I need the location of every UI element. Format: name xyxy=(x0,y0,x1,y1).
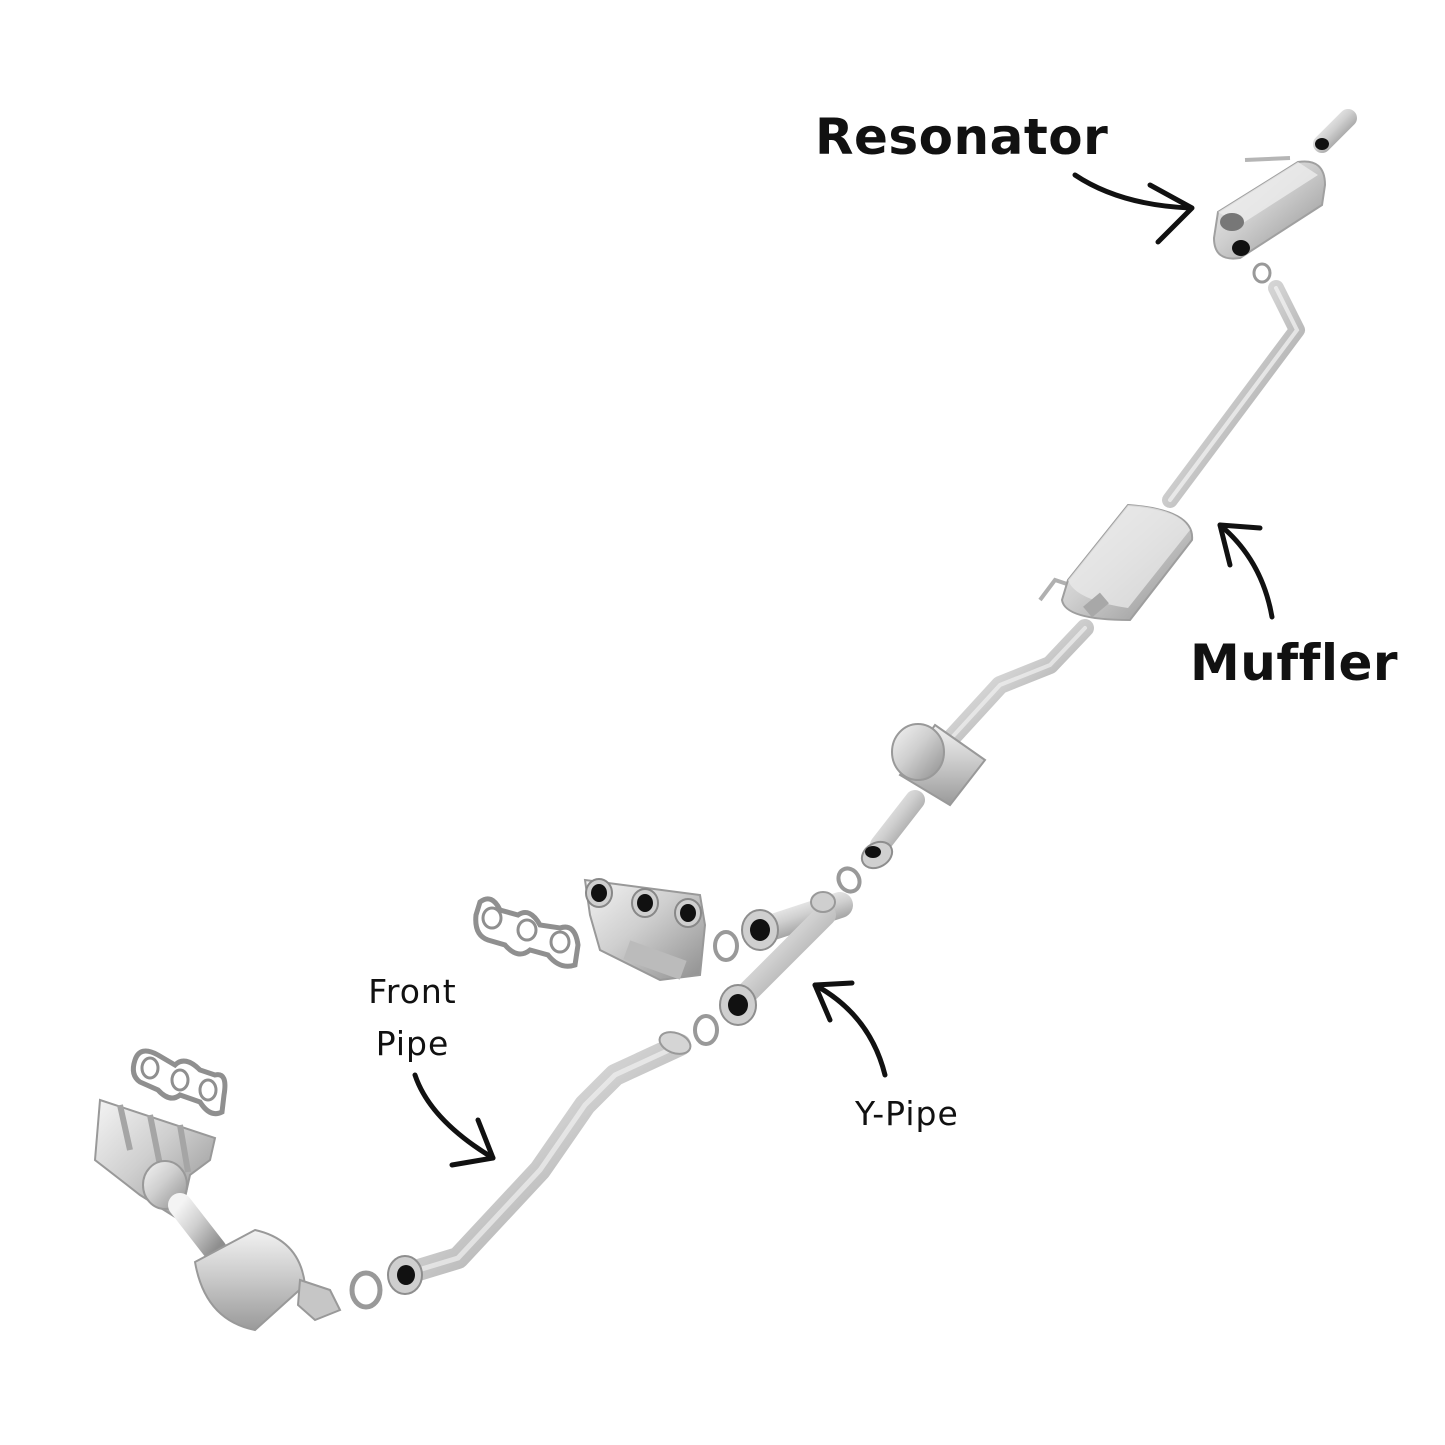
y-pipe-gaskets xyxy=(693,930,739,1046)
y-pipe-arrow xyxy=(812,980,888,1078)
tailpipe-tip xyxy=(1313,109,1357,153)
muffler-arrow xyxy=(1217,522,1275,620)
rear-manifold-gasket xyxy=(473,896,581,969)
front-manifold-gasket xyxy=(130,1048,228,1117)
muffler-part xyxy=(1038,503,1194,622)
muffler-label: Muffler xyxy=(1190,634,1399,692)
front-pipe-part xyxy=(387,1031,692,1295)
mid-pipe-with-converter xyxy=(860,619,1094,870)
front-pipe-label: Front Pipe xyxy=(355,966,470,1070)
mid-gasket xyxy=(836,866,862,894)
front-pipe-arrow xyxy=(412,1072,496,1168)
front-pipe-label-line2: Pipe xyxy=(375,1024,450,1063)
intermediate-pipe xyxy=(1162,280,1305,508)
resonator-label: Resonator xyxy=(815,108,1109,166)
rear-exhaust-manifold xyxy=(583,878,707,982)
resonator-part xyxy=(1212,156,1327,284)
y-pipe-part xyxy=(719,891,853,1026)
front-pipe-label-line1: Front xyxy=(368,972,457,1011)
front-manifold-converter xyxy=(93,1098,342,1332)
front-gasket xyxy=(349,1270,383,1310)
resonator-arrow xyxy=(1072,172,1195,245)
y-pipe-label: Y-Pipe xyxy=(855,1094,959,1133)
